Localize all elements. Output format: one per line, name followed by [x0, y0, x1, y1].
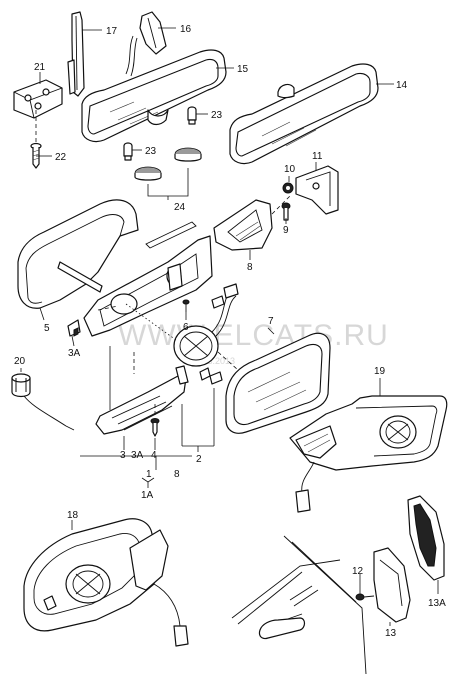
part-3-lower-cover	[95, 365, 189, 435]
callout-7: 7	[268, 316, 274, 327]
watermark-date: 10.03.2013	[190, 356, 235, 366]
part-18-mirror-assembly	[23, 518, 189, 647]
callout-13: 13	[385, 628, 397, 639]
part-17-cover-strip	[67, 11, 85, 97]
callout-24: 24	[174, 202, 186, 213]
leader-motor-to-glass	[217, 351, 239, 371]
callout-23-lower: 23	[145, 146, 157, 157]
part-16-cover-cap	[125, 11, 167, 77]
callout-1: 1	[146, 469, 152, 480]
part-5-mirror-housing	[17, 199, 139, 309]
callout-15: 15	[237, 64, 249, 75]
callout-11: 11	[312, 151, 323, 162]
callout-10: 10	[284, 164, 296, 175]
callout-6: 6	[183, 322, 189, 333]
part-23-bulb-lower	[123, 142, 133, 161]
callout-3: 3	[120, 450, 126, 461]
callout-23-upper: 23	[211, 110, 223, 121]
part-6-adjust-unit	[83, 221, 213, 337]
adjust-motor-unit	[173, 283, 239, 367]
part-15-interior-mirror	[81, 49, 227, 143]
callout-8-mid: 8	[247, 262, 253, 273]
part-14-interior-mirror	[229, 63, 379, 165]
part-23-bulb-upper	[187, 106, 197, 125]
connector-pins	[199, 367, 223, 385]
callout-4: 4	[151, 450, 157, 461]
part-4-screw	[150, 418, 160, 437]
callout-17: 17	[106, 26, 118, 37]
callout-5: 5	[44, 323, 50, 334]
callout-22: 22	[55, 152, 67, 163]
callout-1A: 1A	[141, 490, 154, 501]
callout-20: 20	[14, 356, 26, 367]
watermark-text: WWW.ELCATS.RU	[118, 319, 389, 352]
part-19-mirror-assembly	[289, 395, 448, 513]
part-6-screw	[182, 299, 190, 312]
callout-18: 18	[67, 510, 79, 521]
part-13-trim-panel	[373, 547, 411, 623]
callout-8-bottom: 8	[174, 469, 180, 480]
callout-14: 14	[396, 80, 408, 91]
callout-3A-lower: 3A	[131, 450, 144, 461]
callout-13A: 13A	[428, 598, 446, 609]
callout-9: 9	[283, 225, 289, 236]
part-24-lens-pair	[134, 147, 202, 181]
part-8-mount-plate	[213, 199, 273, 251]
leader-bracket-to-mount	[271, 195, 291, 215]
part-12-screw	[355, 593, 375, 601]
callout-3A-left: 3A	[68, 348, 81, 359]
part-11-bracket	[295, 165, 339, 215]
part-9-screw	[281, 202, 291, 221]
part-10-nut	[282, 182, 294, 194]
part-20-sensor	[11, 373, 75, 431]
callout-2: 2	[196, 454, 202, 465]
part-22-screw	[30, 142, 42, 169]
callout-leaders	[20, 27, 439, 626]
part-13A-trim-panel	[407, 495, 445, 581]
callout-12: 12	[352, 566, 364, 577]
callout-19: 19	[374, 366, 386, 377]
callout-16: 16	[180, 24, 192, 35]
callout-21: 21	[34, 62, 46, 73]
leader-5-to-6	[97, 305, 119, 311]
part-3A-clip	[67, 319, 81, 337]
part-21-mirror-base	[13, 79, 63, 142]
part-7-mirror-glass	[225, 332, 331, 434]
door-window-frame	[231, 535, 367, 674]
